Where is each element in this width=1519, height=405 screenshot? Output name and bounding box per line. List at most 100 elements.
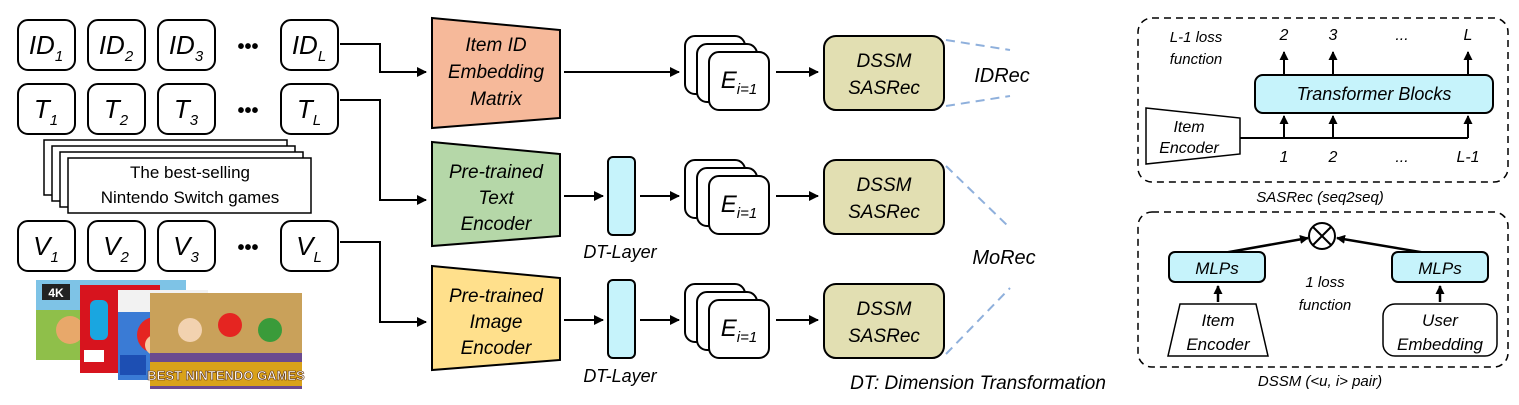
transformer-blocks-label: Transformer Blocks [1297,84,1452,104]
embedding-base: E [721,315,738,342]
dt-layer-label: DT-Layer [583,366,657,386]
encoder-arrows [564,67,680,325]
encoder-line-2: Text [478,188,514,209]
id-token-row: ID1 ID2 ID3 ••• IDL [17,19,339,71]
embedding-sub: i=1 [737,205,757,222]
image-token-row: V1 V2 V3 ••• VL [17,220,339,272]
token-base: ID [29,30,55,60]
user-mlps [1391,251,1489,283]
thumbnail-4: BEST NINTENDO GAMES [147,293,305,389]
encoder-line-1: Pre-trained [449,162,544,183]
game-thumbnail-stack: 4K BEST NINTENDO GAMES [36,280,305,389]
user-embedding-line-2: Embedding [1397,335,1484,354]
id-token-3: ID3 [157,19,216,71]
token-base: V [296,231,316,261]
id-token-L: IDL [280,19,339,71]
sasrec-up-arrows [1240,51,1473,139]
token-sub: 3 [191,249,200,266]
token-base: ID [292,30,318,60]
ellipsis: ••• [237,237,258,259]
token-sub: 3 [190,112,199,129]
token-sub: L [318,48,326,65]
sasrec-loss-line-1: L-1 loss [1170,29,1223,46]
token-sub: L [314,249,322,266]
token-sub: L [313,112,321,129]
sasrec-frame [1137,17,1509,183]
image-encoder: Pre-trained Image Encoder [431,264,561,372]
embedding-stack-image: Ei=1 [684,283,770,359]
svg-text:V1: V1 [33,231,59,266]
svg-text:V2: V2 [103,231,129,266]
token-base: ID [99,30,125,60]
svg-text:ID2: ID2 [99,30,134,65]
token-sub: 2 [119,112,129,129]
token-base: ID [169,30,195,60]
encoder-line-1: Item ID [465,35,527,56]
user-embedding-line-1: User [1422,311,1459,330]
token-base: T [34,94,52,124]
dssm-loss-line-2: function [1299,297,1352,314]
sasrec-encoder-line-2: Encoder [1159,140,1219,157]
embedding-base: E [721,67,738,94]
token-sub: 2 [124,48,134,65]
image-token-3: V3 [157,220,216,272]
token-sub: 3 [195,48,204,65]
text-token-3: T3 [157,83,216,135]
svg-text:IDL: IDL [292,30,326,65]
transformer-blocks [1254,74,1494,114]
sasrec-bottom-label: L-1 [1456,149,1479,166]
model-box-text: DSSM SASRec [823,159,945,235]
dssm-frame [1137,211,1509,368]
dssm-item-encoder-line-2: Encoder [1186,335,1251,354]
dt-layer-image: DT-Layer [583,279,658,386]
token-base: T [104,94,122,124]
dssm-item-encoder-line-1: Item [1201,311,1234,330]
svg-text:ID3: ID3 [169,30,204,65]
item-mlps [1168,251,1266,283]
embedding-sub: i=1 [737,329,757,346]
image-token-L: VL [280,220,339,272]
encoder-line-2: Image [470,312,523,333]
idrec-bracket [945,39,1011,107]
text-document-stack: The best-selling Nintendo Switch games [43,139,312,214]
text-token-2: T2 [87,83,146,135]
svg-text:ID1: ID1 [29,30,63,65]
svg-text:Ei=1: Ei=1 [721,191,757,222]
model-line-2: SASRec [848,78,920,99]
token-sub: 2 [120,249,130,266]
svg-text:TL: TL [297,94,321,129]
sasrec-loss-line-2: function [1170,51,1223,68]
embedding-base: E [721,191,738,218]
text-token-row: T1 T2 T3 ••• TL [17,83,339,135]
dssm-panel: MLPs MLPs 1 loss function Item Encoder U… [1137,211,1509,368]
user-embedding [1382,303,1498,357]
sasrec-caption: SASRec (seq2seq) [1256,189,1384,206]
token-sub: 1 [55,48,63,65]
sasrec-encoder-line-1: Item [1173,119,1204,136]
sasrec-bottom-label: 1 [1280,149,1289,166]
image-token-2: V2 [87,220,146,272]
text-encoder: Pre-trained Text Encoder [431,140,561,248]
token-base: V [33,231,53,261]
svg-text:T1: T1 [34,94,58,129]
token-base: T [297,94,315,124]
dt-layer-label: DT-Layer [583,242,657,262]
dt-footnote: DT: Dimension Transformation [850,373,1106,394]
embedding-sub: i=1 [737,81,757,98]
sasrec-item-encoder [1145,107,1241,165]
svg-text:Ei=1: Ei=1 [721,315,757,346]
model-box-image: DSSM SASRec [823,283,945,359]
token-sub: 1 [51,249,59,266]
model-line-1: DSSM [857,175,912,196]
model-line-1: DSSM [857,51,912,72]
ellipsis: ••• [237,36,258,58]
user-mlps-label: MLPs [1418,259,1462,278]
encoder-shape [431,140,561,248]
model-box-id: DSSM SASRec [823,35,945,111]
id-token-1: ID1 [17,19,76,71]
morec-label: MoRec [972,247,1035,269]
encoder-line-3: Encoder [461,214,532,235]
item-id-embedding-encoder: Item ID Embedding Matrix [431,16,561,130]
sasrec-top-label: ... [1395,27,1408,44]
dssm-loss-line-1: 1 loss [1305,274,1345,291]
